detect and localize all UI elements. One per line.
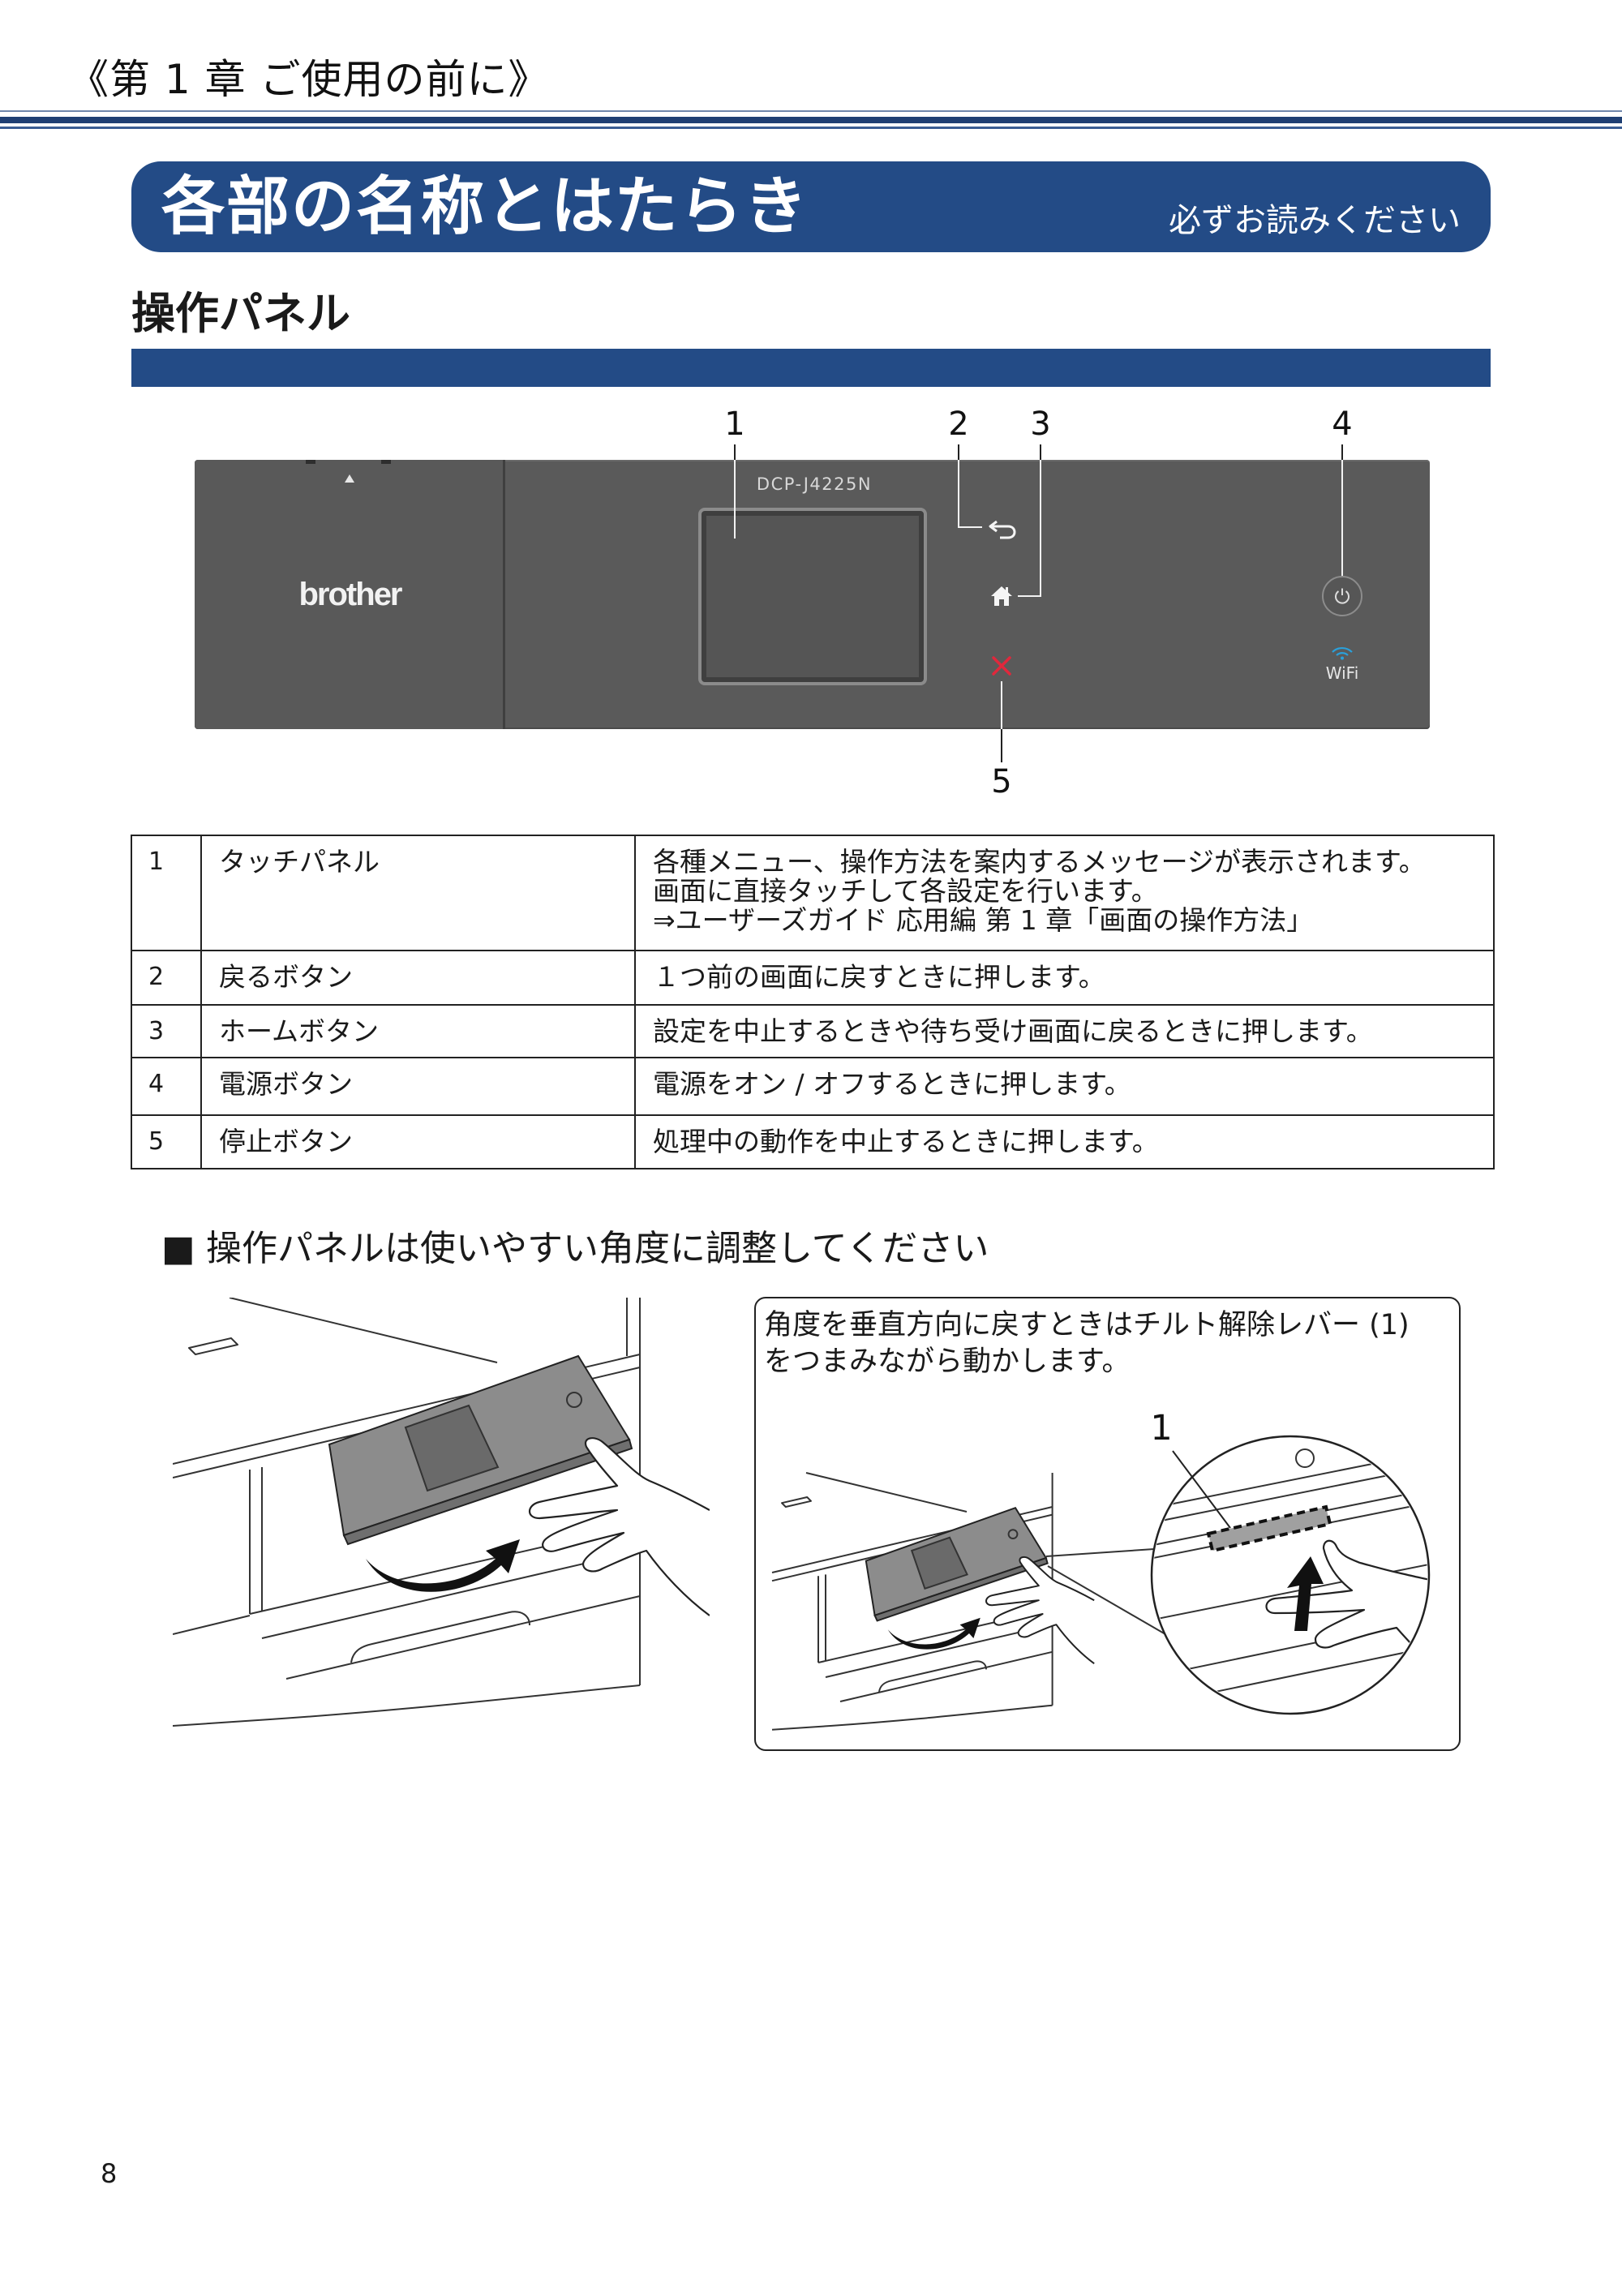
part-description: １つ前の画面に戻すときに押します。 xyxy=(634,950,1495,1006)
wifi-icon xyxy=(1332,646,1353,660)
panel-button xyxy=(1295,1448,1315,1468)
header-rule xyxy=(0,110,1622,112)
chapter-header: 《第 1 章 ご使用の前に》 xyxy=(68,56,550,103)
panel-screen xyxy=(404,1404,500,1492)
row-number: 3 xyxy=(131,1004,202,1058)
table-row: 1 タッチパネル 各種メニュー、操作方法を案内するメッセージが表示されます。 画… xyxy=(131,835,1495,951)
tilt-section-heading: ■ 操作パネルは使いやすい角度に調整してください xyxy=(161,1228,989,1270)
tilt-release-note: 1 角度を垂直方向に戻すときはチルト解除レバー (1) をつまみながら動かします… xyxy=(754,1297,1461,1751)
callout-number: 5 xyxy=(991,763,1012,800)
section-title: 操作パネル xyxy=(131,288,350,339)
table-row: 2 戻るボタン １つ前の画面に戻すときに押します。 xyxy=(131,950,1495,1006)
note-text-line: をつまみながら動かします。 xyxy=(764,1345,1131,1378)
tilt-panel-illustration xyxy=(173,1298,710,1727)
part-description: 電源をオン / オフするときに押します。 xyxy=(634,1057,1495,1116)
part-description: 設定を中止するときや待ち受け画面に戻るときに押します。 xyxy=(634,1004,1495,1058)
control-panel-figure: 1 2 3 4 5 brother DCP-J4225N xyxy=(131,406,1493,803)
description-line: 各種メニュー、操作方法を案内するメッセージが表示されます。 xyxy=(653,846,1426,878)
description-line: 画面に直接タッチして各設定を行います。 xyxy=(653,875,1158,907)
rotate-arrow-icon xyxy=(887,1617,980,1650)
parts-table: 1 タッチパネル 各種メニュー、操作方法を案内するメッセージが表示されます。 画… xyxy=(131,835,1495,1169)
zoom-connector-lines xyxy=(1045,1548,1166,1635)
power-button xyxy=(1322,576,1362,616)
description-line: ⇒ユーザーズガイド 応用編 第 1 章「画面の操作方法」 xyxy=(653,904,1314,936)
callout-number: 1 xyxy=(724,406,745,443)
row-number: 2 xyxy=(131,950,202,1006)
open-arrow-icon xyxy=(345,474,354,483)
panel-edge xyxy=(342,1438,633,1546)
title-banner: 各部の名称とはたらき 必ずお読みください xyxy=(131,161,1491,252)
part-description: 各種メニュー、操作方法を案内するメッセージが表示されます。 画面に直接タッチして… xyxy=(634,835,1495,951)
header-rule xyxy=(0,117,1622,123)
callout-number: 3 xyxy=(1030,406,1051,443)
part-description: 処理中の動作を中止するときに押します。 xyxy=(634,1114,1495,1169)
device-control-panel: brother DCP-J4225N xyxy=(195,460,1430,729)
printer-small xyxy=(772,1473,1094,1730)
square-bullet-icon: ■ xyxy=(161,1228,195,1269)
model-name: DCP-J4225N xyxy=(756,474,873,494)
header-rule xyxy=(0,127,1622,129)
tilt-release-illustration: 1 xyxy=(756,1408,1431,1749)
callout-number: 2 xyxy=(948,406,969,443)
wifi-label: WiFi xyxy=(1325,663,1359,683)
panel-button xyxy=(1009,1530,1018,1539)
power-icon xyxy=(1335,588,1350,604)
stop-x-icon xyxy=(992,656,1011,676)
home-icon xyxy=(991,586,1012,606)
page-title: 各部の名称とはたらき xyxy=(161,170,809,243)
touch-panel-screen xyxy=(698,508,927,685)
tilt-section-title: 操作パネルは使いやすい角度に調整してください xyxy=(206,1228,989,1269)
panel-button xyxy=(566,1392,582,1408)
part-name: ホームボタン xyxy=(200,1004,636,1058)
section-bar xyxy=(131,349,1491,387)
table-row: 3 ホームボタン 設定を中止するときや待ち受け画面に戻るときに押します。 xyxy=(131,1004,1495,1058)
hand xyxy=(528,1437,710,1616)
row-number: 4 xyxy=(131,1057,202,1116)
panel-screen xyxy=(912,1538,967,1589)
zoom-circle xyxy=(1150,1435,1431,1715)
must-read-note: 必ずお読みください xyxy=(1169,202,1461,239)
callout-number: 4 xyxy=(1332,406,1353,443)
row-number: 5 xyxy=(131,1114,202,1169)
panel-edge xyxy=(875,1558,1048,1620)
lever-callout-number: 1 xyxy=(1150,1408,1172,1448)
row-number: 1 xyxy=(131,835,202,951)
part-name: 戻るボタン xyxy=(200,950,636,1006)
panel-latch-mark xyxy=(306,460,315,464)
part-name: タッチパネル xyxy=(200,835,636,951)
hand xyxy=(1265,1539,1427,1697)
push-up-arrow-icon xyxy=(1287,1556,1324,1631)
part-name: 電源ボタン xyxy=(200,1057,636,1116)
table-row: 5 停止ボタン 処理中の動作を中止するときに押します。 xyxy=(131,1114,1495,1169)
panel-latch-mark xyxy=(381,460,391,464)
note-text-line: 角度を垂直方向に戻すときはチルト解除レバー (1) xyxy=(764,1309,1410,1341)
rotate-arrow-icon xyxy=(366,1539,520,1592)
page-number: 8 xyxy=(101,2158,118,2189)
tilt-release-lever xyxy=(1206,1504,1332,1553)
callout-leader-line xyxy=(1172,1450,1231,1529)
brother-logo: brother xyxy=(298,577,403,612)
panel-cover: brother xyxy=(195,460,505,729)
part-name: 停止ボタン xyxy=(200,1114,636,1169)
back-arrow-icon xyxy=(989,520,1016,539)
hand xyxy=(986,1557,1094,1663)
table-row: 4 電源ボタン 電源をオン / オフするときに押します。 xyxy=(131,1057,1495,1116)
